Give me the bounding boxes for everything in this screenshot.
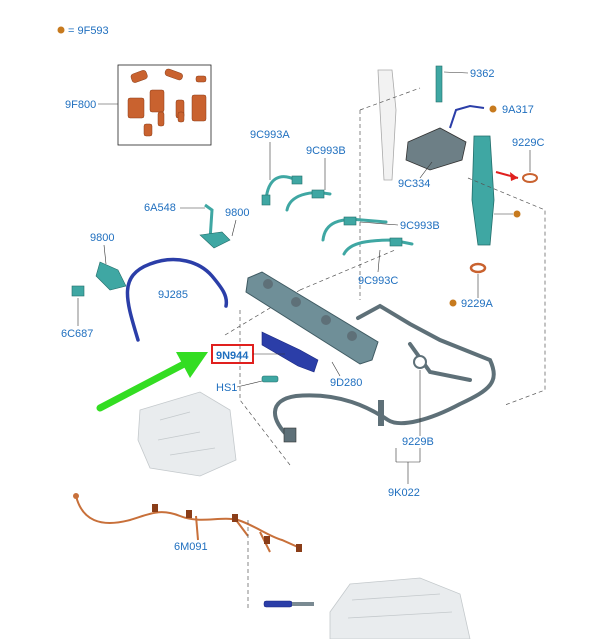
label-9C993C: 9C993C: [358, 275, 398, 287]
label-9229A: 9229A: [461, 298, 493, 310]
glow-plug: [263, 600, 314, 608]
green-arrow-icon: [96, 352, 208, 412]
label-9800-a: 9800: [225, 207, 249, 219]
dot-icon: [489, 105, 497, 113]
legend-label: = 9F593: [68, 25, 109, 37]
seal-ring-9229C: [522, 173, 538, 183]
label-9A317: 9A317: [502, 104, 534, 116]
sensor-9800-a: [199, 231, 231, 249]
label-9C993A: 9C993A: [250, 129, 290, 141]
injector-9F593: [471, 135, 495, 246]
engine-block-faded: [137, 391, 237, 477]
label-9J285: 9J285: [158, 289, 188, 301]
label-9K022: 9K022: [388, 487, 420, 499]
harness-6M091: [73, 493, 302, 553]
hp-pipes: [261, 175, 414, 256]
injector-faded: [377, 69, 397, 181]
hose-9J285: [125, 257, 229, 342]
legend: = 9F593: [57, 25, 109, 37]
label-9F800: 9F800: [65, 99, 96, 111]
label-9D280: 9D280: [330, 377, 362, 389]
label-9C334: 9C334: [398, 178, 430, 190]
bolt-HS1: [261, 375, 279, 383]
seal-kit-box: [117, 64, 212, 146]
label-6M091: 6M091: [174, 541, 208, 553]
label-6A548: 6A548: [144, 202, 176, 214]
label-9362: 9362: [470, 68, 494, 80]
fuel-rail-9D280: [245, 271, 379, 365]
sensor-9800-b: [71, 261, 127, 297]
bracket-6A548: [204, 203, 214, 241]
label-9C993B-top: 9C993B: [306, 145, 346, 157]
label-9800-b: 9800: [90, 232, 114, 244]
label-9N944: 9N944: [216, 350, 249, 362]
label-9C993B-mid: 9C993B: [400, 220, 440, 232]
dot-icon: [513, 210, 521, 218]
dot-icon: [449, 299, 457, 307]
label-9229B: 9229B: [402, 436, 434, 448]
red-arrow-icon: [510, 172, 518, 181]
return-line-9A317: [449, 104, 485, 129]
legend-dot-icon: [57, 26, 65, 34]
glow-sensor-9362: [435, 65, 443, 103]
bracket-9N944: [261, 331, 319, 373]
seal-ring-9229A: [469, 262, 487, 274]
pipe-9K022: [273, 303, 496, 443]
label-6C687: 6C687: [61, 328, 93, 340]
injector-clamp: [405, 127, 467, 171]
label-9229C: 9229C: [512, 137, 544, 149]
label-HS1: HS1: [216, 382, 237, 394]
engine-block-bottom: [329, 577, 471, 639]
